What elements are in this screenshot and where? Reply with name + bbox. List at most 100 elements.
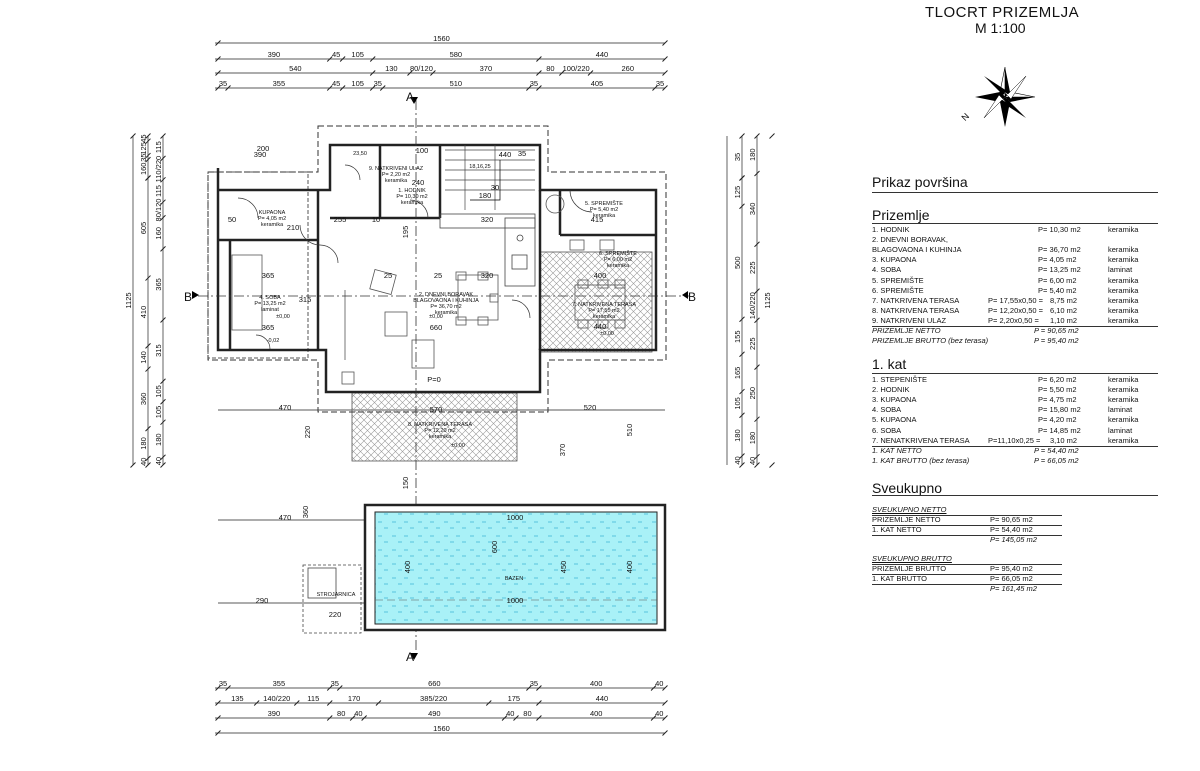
room-finish: keramika	[401, 200, 424, 206]
dimension-label: 30	[491, 183, 499, 192]
dimension-label: 175	[508, 694, 521, 703]
dimension-label: 390	[254, 150, 267, 159]
dimension-label: 405	[591, 79, 604, 88]
dimension-label: 150	[401, 477, 410, 490]
dimension-label: 110/220	[154, 156, 163, 183]
total-label: PRIZEMLJE BRUTTO	[872, 564, 947, 573]
room-area: P= 10,30 m2	[396, 194, 427, 200]
dimension-label: 440	[596, 694, 609, 703]
level-mark: ±0,00	[429, 314, 443, 320]
dimension-lines	[132, 42, 758, 734]
drawing-scale: M 1:100	[975, 20, 1026, 36]
row-label: 4. SOBA	[872, 405, 902, 415]
dimension-label: 400	[403, 561, 412, 574]
dimension-label: 490	[428, 709, 441, 718]
room-finish: keramika	[261, 222, 284, 228]
dimension-label: 400	[590, 709, 603, 718]
row-finish: keramika	[1108, 245, 1139, 255]
total-subheading: SVEUKUPNO BRUTTO	[872, 554, 952, 563]
dimension-label: 510	[450, 79, 463, 88]
row-label: 3. KUPAONA	[872, 395, 917, 405]
dimension-label: 400	[594, 271, 607, 280]
dimension-label: 500	[733, 256, 742, 269]
row-area: P= 4,75 m2	[1038, 395, 1077, 405]
dimension-label: 140/220	[263, 694, 290, 703]
room-area: P= 5,40 m2	[590, 207, 618, 213]
dimension-label: 390	[268, 50, 281, 59]
room-area: P= 2,20 m2	[382, 172, 410, 178]
table-rule	[872, 223, 1158, 224]
staircase	[445, 145, 535, 210]
row-area: P= 15,80 m2	[1038, 405, 1081, 415]
level-mark: -0,02	[267, 338, 280, 344]
dimension-label: 180	[154, 433, 163, 446]
section-mark: B	[688, 290, 696, 304]
room-area: P= 6,00 m2	[604, 257, 632, 263]
dimension-label: 80/120	[410, 64, 433, 73]
table-row: 2. DNEVNI BORAVAK,	[872, 235, 1158, 245]
dimension-label: 320	[481, 215, 494, 224]
table-rule	[872, 564, 1062, 565]
room-name: 4. SOBA	[259, 295, 281, 301]
dimension-label: 105	[733, 397, 742, 410]
room-name: STROJARNICA	[317, 592, 356, 598]
gross-value: P = 66,05 m2	[1034, 455, 1079, 465]
row-label: 4. SOBA	[872, 265, 902, 275]
section-mark: A	[406, 90, 414, 104]
dimension-label: 365	[262, 323, 275, 332]
dimension-label: 40	[655, 679, 663, 688]
dimension-label: 130	[385, 64, 398, 73]
dimension-label: 415	[591, 215, 604, 224]
gross-row: 1. KAT BRUTTO (bez terasa)P = 66,05 m2	[872, 456, 1158, 466]
table-rule	[872, 373, 1158, 374]
room-finish: keramika	[429, 434, 452, 440]
dimension-label: 510	[625, 424, 634, 437]
row-area: 3,10 m2	[1050, 435, 1078, 445]
row-label: 7. NATKRIVENA TERASA	[872, 295, 960, 305]
dimension-label: 180	[748, 148, 757, 161]
row-finish: laminat	[1108, 405, 1133, 415]
dimension-label: 35	[656, 79, 664, 88]
dimension-label: 220	[329, 610, 342, 619]
dimension-label: 470	[279, 513, 292, 522]
row-area: P= 6,00 m2	[1038, 275, 1077, 285]
total-label: PRIZEMLJE NETTO	[872, 515, 941, 524]
dimension-label: 115	[154, 185, 163, 197]
dimension-label: 25	[384, 271, 392, 280]
dimension-label: 355	[273, 79, 286, 88]
dimension-label: 105	[154, 406, 163, 419]
door-swings	[237, 164, 593, 350]
dimension-label: 35	[374, 79, 382, 88]
dimension-label: 135	[231, 694, 244, 703]
dimension-label: 520	[584, 403, 597, 412]
dimension-label: 35	[331, 679, 339, 688]
dimension-label: 45	[139, 134, 148, 142]
room-area: P= 13,25 m2	[254, 301, 285, 307]
dimension-label: 195	[401, 226, 410, 239]
table-rule	[872, 574, 1062, 575]
row-calc: P= 2,20x0,50 =	[988, 315, 1039, 325]
net-value: P = 90,65 m2	[1034, 326, 1079, 335]
dimension-label: 165	[733, 367, 742, 380]
section-lines	[198, 100, 690, 655]
room-name: 2. DNEVNI BORAVAK	[419, 292, 474, 298]
dimension-label: 140/220	[748, 292, 757, 319]
row-calc: P= 17,55x0,50 =	[988, 295, 1044, 305]
row-area: P= 13,25 m2	[1038, 265, 1081, 275]
dimension-label: 35	[219, 679, 227, 688]
total-rule	[872, 495, 1158, 496]
dimension-label: 260	[621, 64, 634, 73]
dimension-label: 35	[219, 79, 227, 88]
ground-floor-heading: Prizemlje	[872, 207, 930, 223]
total-value: P= 66,05 m2	[990, 574, 1033, 583]
row-finish: keramika	[1108, 375, 1139, 384]
dimension-label: 600	[490, 541, 499, 554]
row-calc: P=11,10x0,25 =	[988, 435, 1041, 445]
